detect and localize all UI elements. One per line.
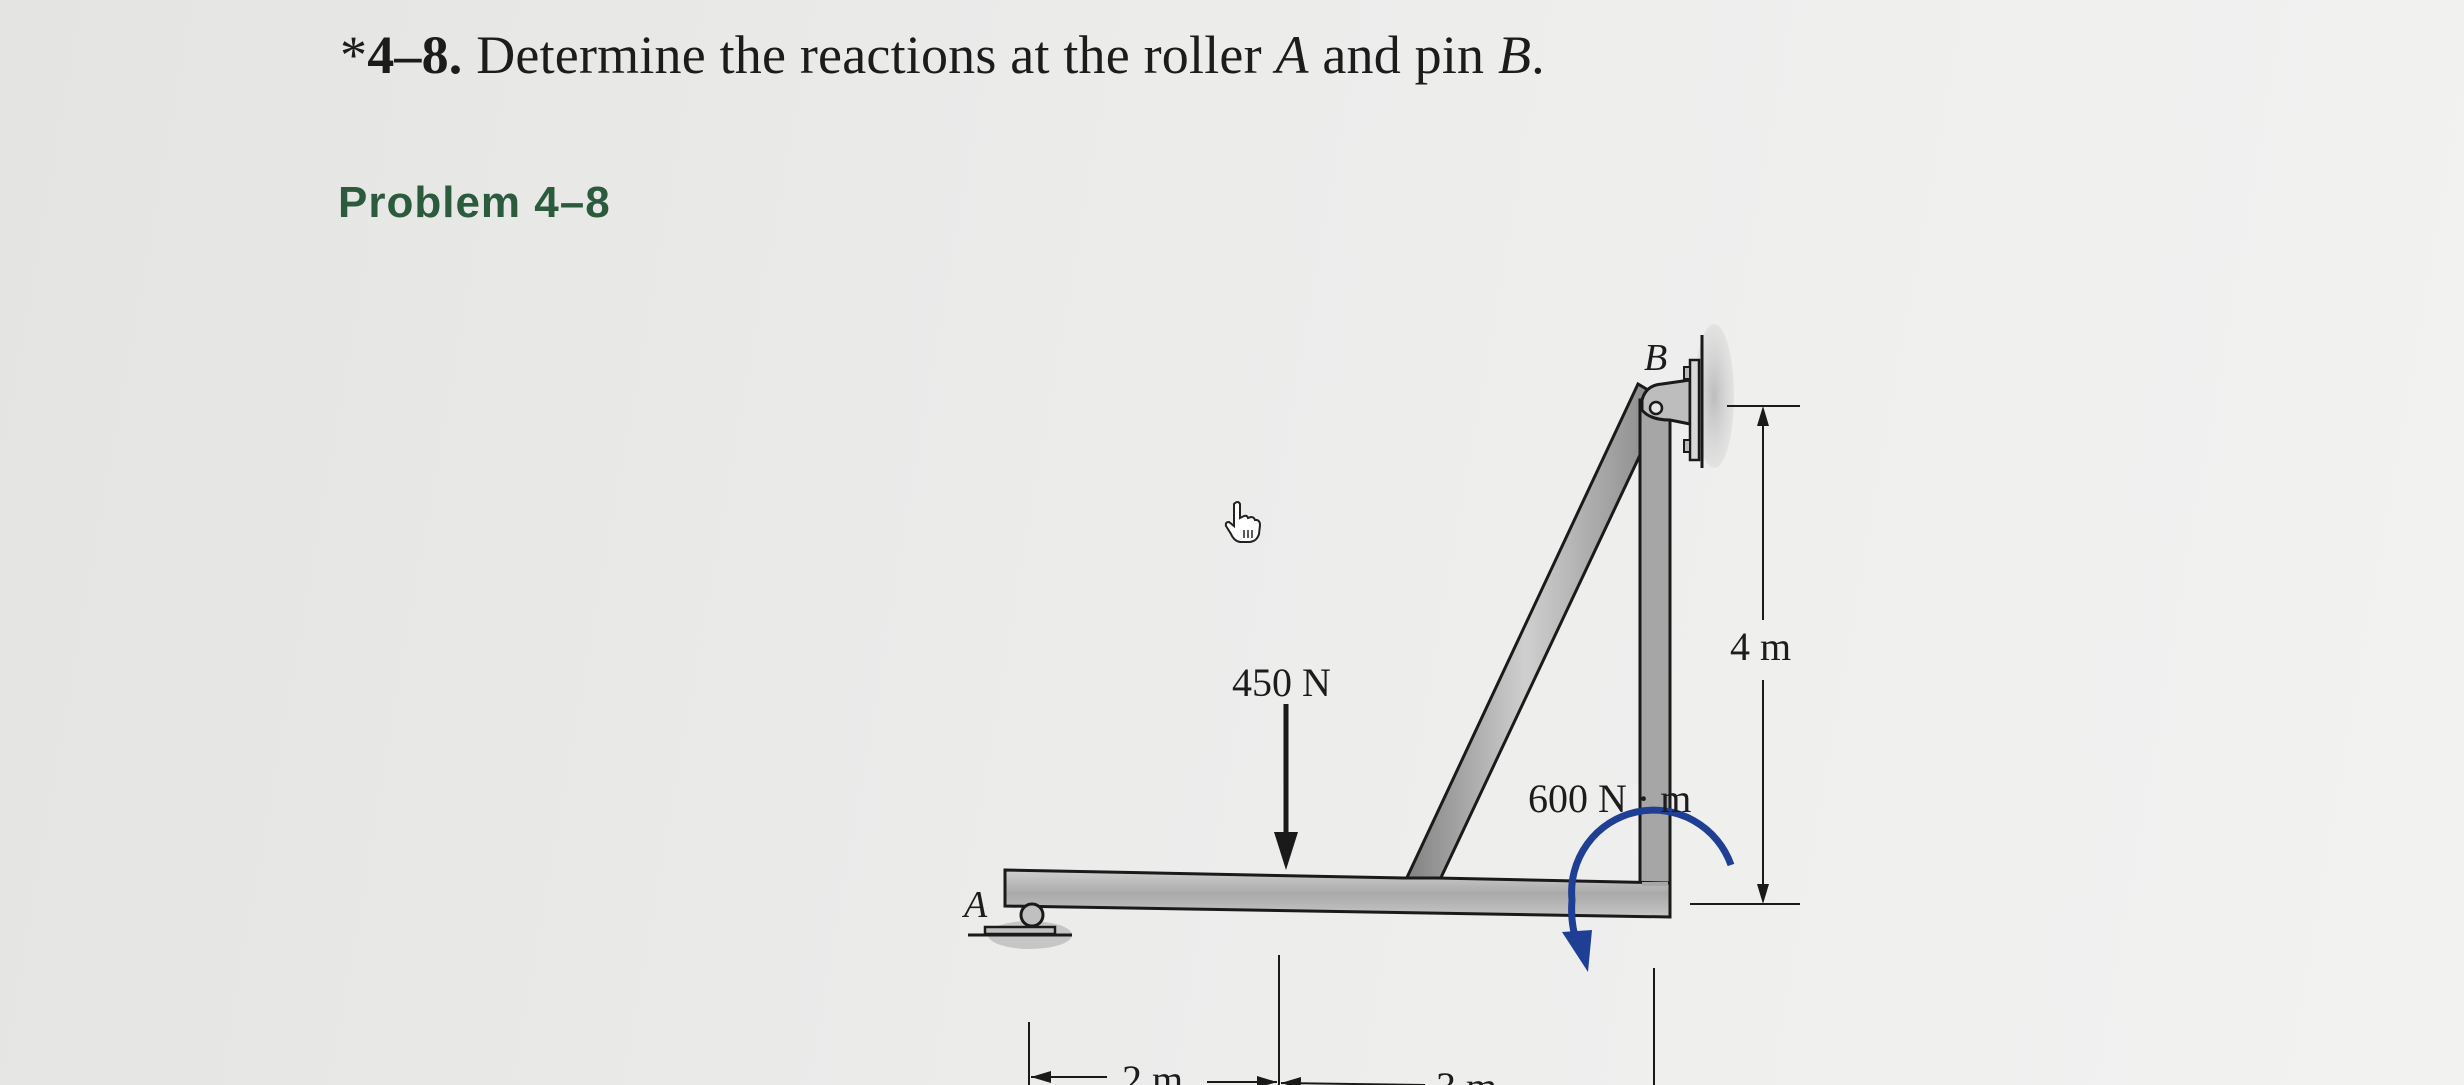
problem-statement: *4–8. Determine the reactions at the rol… bbox=[340, 24, 1545, 86]
problem-text-1: Determine the reactions at the roller bbox=[462, 25, 1276, 85]
point-b-ref: B bbox=[1497, 25, 1532, 85]
moment-600nm: 600 N · m bbox=[1528, 776, 1735, 972]
label-a: A bbox=[961, 884, 988, 926]
vertical-member bbox=[1638, 398, 1672, 902]
dim-right-label: 3 m bbox=[1436, 1064, 1497, 1085]
problem-text-3: . bbox=[1531, 25, 1545, 85]
label-b: B bbox=[1644, 337, 1667, 379]
figure-label: Problem 4–8 bbox=[338, 178, 611, 227]
force-450n: 450 N bbox=[1232, 660, 1331, 870]
dim-vertical-label: 4 m bbox=[1730, 624, 1791, 669]
dim-left-label: 2 m bbox=[1122, 1057, 1183, 1085]
problem-text-2: and pin bbox=[1308, 25, 1498, 85]
wall-b bbox=[1694, 324, 1734, 468]
problem-star: * bbox=[340, 25, 368, 85]
force-label: 450 N bbox=[1232, 660, 1331, 705]
hand-pointer-icon bbox=[1224, 501, 1262, 543]
point-a-ref: A bbox=[1275, 25, 1309, 85]
dimension-vertical: 4 m bbox=[1690, 405, 1800, 905]
dimension-horizontal: 2 m 3 m bbox=[1028, 955, 1655, 1085]
moment-label: 600 N · m bbox=[1528, 776, 1691, 821]
roller-support-a: A bbox=[961, 884, 1072, 949]
problem-number: 4–8. bbox=[367, 25, 463, 85]
pin-support-b: B bbox=[1640, 337, 1701, 462]
horizontal-beam bbox=[1003, 868, 1672, 919]
